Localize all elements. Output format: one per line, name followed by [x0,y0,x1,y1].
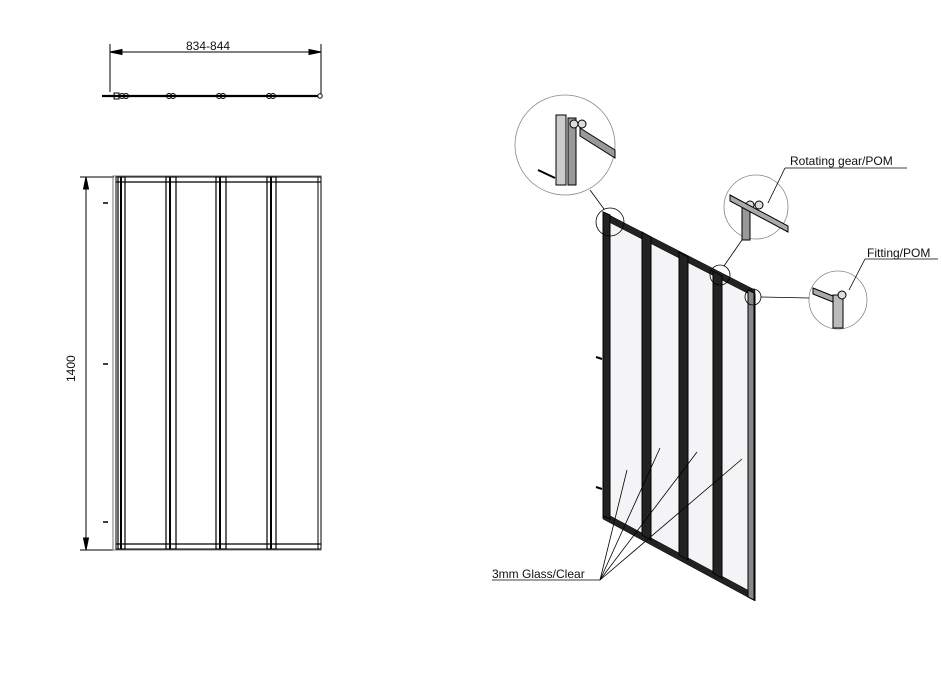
callout-rotating-gear: Rotating gear/POM [790,154,893,168]
callout-glass: 3mm Glass/Clear [492,567,585,581]
width-dimension-line [109,44,322,96]
detail-callouts [492,94,938,581]
width-dimension-label: 834-844 [186,39,231,53]
isometric-view [595,211,756,602]
callout-fitting: Fitting/POM [867,246,931,260]
height-dimension-line [80,176,114,551]
front-elevation [112,175,322,551]
plan-view [102,92,323,100]
